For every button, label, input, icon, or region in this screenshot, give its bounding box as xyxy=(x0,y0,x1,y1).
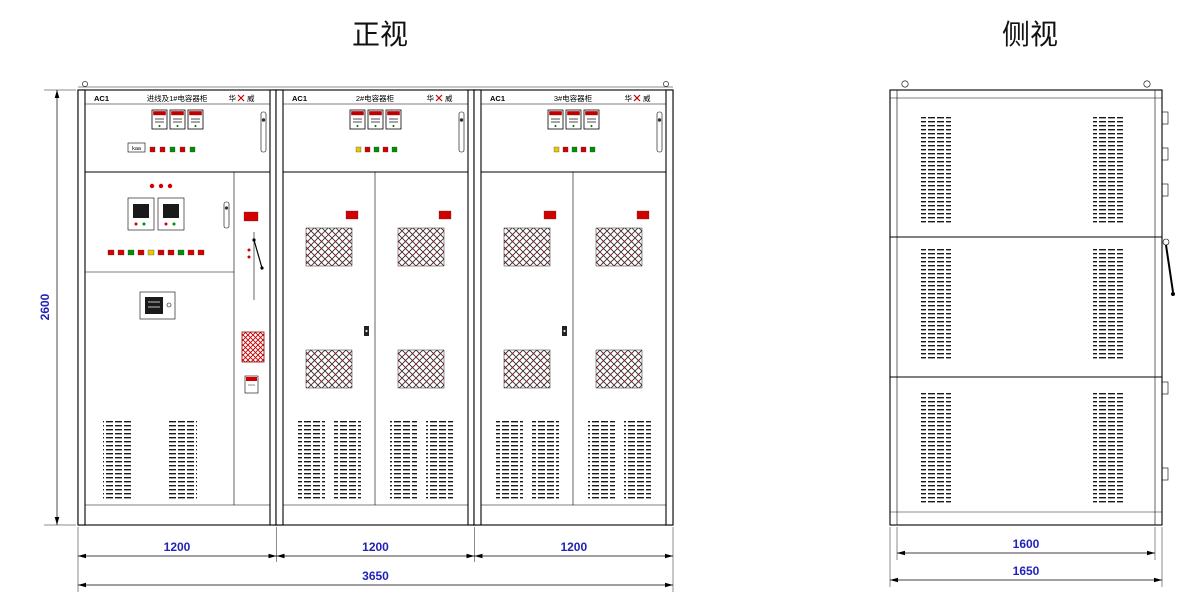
lifting-eye-icon xyxy=(663,81,669,87)
cabinet-1: AC1 进线及1#电容器柜 华 威 kaa xyxy=(77,89,278,526)
dim-side-outer: 1650 xyxy=(889,527,1163,587)
dim-side-inner: 1600 xyxy=(896,527,1156,560)
brand-logo-icon xyxy=(435,94,443,102)
brand-right: 威 xyxy=(247,93,255,103)
brand-right: 威 xyxy=(643,93,651,103)
front-view-title: 正视 xyxy=(352,19,408,51)
lifting-eye-icon xyxy=(1143,80,1151,88)
dim-front-total: 3650 xyxy=(78,569,673,588)
red-plate xyxy=(243,211,259,222)
dim-front-widths: 1200 1200 1200 xyxy=(77,527,674,592)
breaker-unit xyxy=(157,197,185,231)
front-view: AC1 进线及1#电容器柜 华 威 kaa xyxy=(38,81,674,592)
cabinet-name: 2#电容器柜 xyxy=(356,93,395,103)
dim-width-label-3: 1200 xyxy=(560,540,587,554)
indicator-lights xyxy=(149,146,196,153)
brand-logo-icon xyxy=(633,94,641,102)
nameplate-label: kaa xyxy=(132,146,142,152)
display-device xyxy=(139,291,176,320)
brand-left: 华 xyxy=(625,93,633,103)
cabinet-tag: AC1 xyxy=(94,94,109,103)
panel-meters xyxy=(350,110,401,129)
cabinet-name: 进线及1#电容器柜 xyxy=(147,93,208,103)
vent-grille xyxy=(168,420,197,500)
lifting-eye-icon xyxy=(82,81,88,87)
vent-grille xyxy=(103,420,132,500)
dim-height-label: 2600 xyxy=(38,293,52,320)
dim-width-label-2: 1200 xyxy=(362,540,389,554)
side-view: 1600 1650 xyxy=(889,80,1175,587)
door-handle xyxy=(223,201,230,229)
dim-side-outer-label: 1650 xyxy=(1013,564,1040,578)
operating-handle xyxy=(1162,238,1175,296)
side-view-title: 侧视 xyxy=(1002,19,1058,51)
side-vent-grilles xyxy=(921,116,1123,503)
cabinet1-internals xyxy=(85,172,270,506)
cabinet-tag: AC1 xyxy=(490,94,505,103)
relay-indicator-row xyxy=(107,249,205,256)
lifting-eye-icon xyxy=(901,80,909,88)
panel-meters xyxy=(548,110,599,129)
cabinet-tag: AC1 xyxy=(292,94,307,103)
cabinet-3: AC1 3#电容器柜 华 威 xyxy=(473,89,674,526)
cabinet-name: 3#电容器柜 xyxy=(554,93,593,103)
small-meter xyxy=(244,375,259,394)
brand-right: 威 xyxy=(445,93,453,103)
brand-left: 华 xyxy=(427,93,435,103)
dim-front-height: 2600 xyxy=(38,89,76,526)
side-hinges xyxy=(1161,111,1169,481)
breaker-unit xyxy=(127,197,155,231)
panel-meters xyxy=(152,110,203,129)
nameplate xyxy=(127,142,146,153)
fuse-block xyxy=(241,331,265,363)
brand-left: 华 xyxy=(229,93,237,103)
disconnect-switch xyxy=(247,232,264,300)
cabinet-2: AC1 2#电容器柜 华 威 xyxy=(275,89,476,526)
dim-width-label-1: 1200 xyxy=(164,540,191,554)
brand-logo-icon xyxy=(237,94,245,102)
dim-side-inner-label: 1600 xyxy=(1013,537,1040,551)
dim-total-label: 3650 xyxy=(362,569,389,583)
